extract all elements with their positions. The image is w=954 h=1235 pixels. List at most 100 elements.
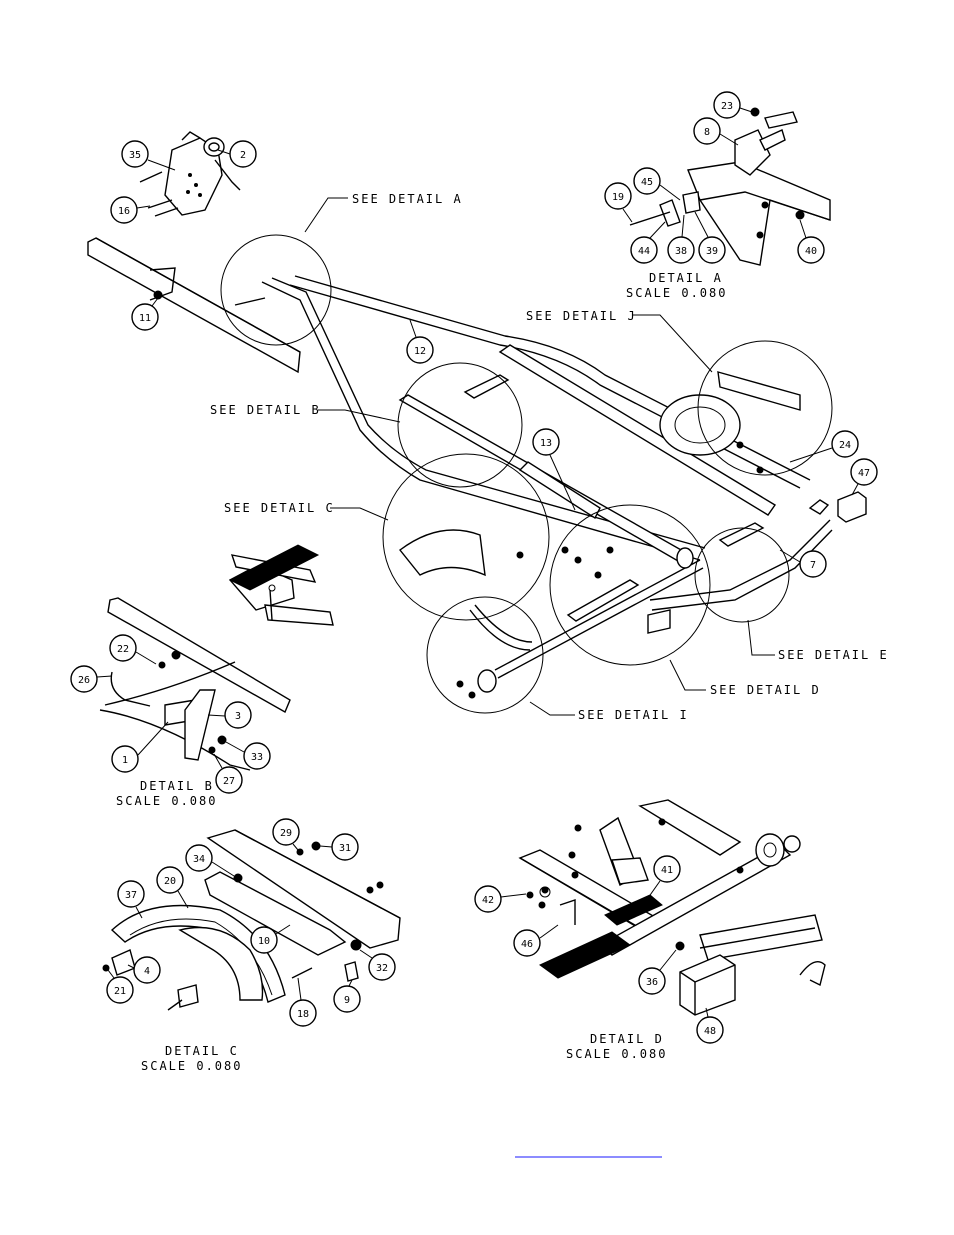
svg-text:31: 31 bbox=[339, 843, 351, 854]
svg-text:39: 39 bbox=[706, 246, 718, 257]
balloon-29: 29 bbox=[272, 818, 300, 846]
balloon-3: 3 bbox=[224, 701, 252, 729]
balloon-4: 4 bbox=[133, 956, 161, 984]
balloon-47: 47 bbox=[850, 458, 878, 486]
balloon-27: 27 bbox=[215, 766, 243, 794]
balloon-45: 45 bbox=[633, 167, 661, 195]
detail-d-drawing bbox=[518, 799, 826, 1016]
svg-text:29: 29 bbox=[280, 828, 292, 839]
balloon-20: 20 bbox=[156, 866, 184, 894]
balloon-44: 44 bbox=[630, 236, 658, 264]
svg-text:44: 44 bbox=[638, 246, 650, 257]
main-frame-rails bbox=[261, 275, 833, 699]
svg-text:1: 1 bbox=[122, 755, 128, 766]
balloon-41: 41 bbox=[653, 855, 681, 883]
balloon-26: 26 bbox=[70, 665, 98, 693]
balloon-31: 31 bbox=[331, 833, 359, 861]
balloon-7: 7 bbox=[799, 550, 827, 578]
svg-text:27: 27 bbox=[223, 776, 235, 787]
balloon-37: 37 bbox=[117, 880, 145, 908]
detail-b-title: DETAIL B bbox=[140, 779, 214, 793]
detail-circle-j bbox=[697, 340, 833, 476]
svg-text:37: 37 bbox=[125, 890, 137, 901]
svg-text:20: 20 bbox=[164, 876, 176, 887]
balloon-40: 40 bbox=[797, 236, 825, 264]
svg-text:12: 12 bbox=[414, 346, 426, 357]
callout-see-detail-c: SEE DETAIL C bbox=[224, 501, 335, 515]
svg-text:24: 24 bbox=[839, 440, 851, 451]
balloon-33: 33 bbox=[243, 742, 271, 770]
balloon-10: 10 bbox=[250, 926, 278, 954]
svg-text:2: 2 bbox=[240, 150, 246, 161]
callout-see-detail-j: SEE DETAIL J bbox=[526, 309, 637, 323]
detail-circle-a bbox=[220, 234, 332, 346]
svg-text:3: 3 bbox=[235, 711, 241, 722]
svg-text:35: 35 bbox=[129, 150, 141, 161]
svg-text:46: 46 bbox=[521, 939, 533, 950]
svg-text:16: 16 bbox=[118, 206, 130, 217]
balloon-48: 48 bbox=[696, 1016, 724, 1044]
svg-text:40: 40 bbox=[805, 246, 817, 257]
detail-d-scale: SCALE 0.080 bbox=[566, 1047, 667, 1061]
detail-a-title: DETAIL A bbox=[649, 271, 723, 285]
svg-text:8: 8 bbox=[704, 127, 710, 138]
svg-text:13: 13 bbox=[540, 438, 552, 449]
balloon-13: 13 bbox=[532, 428, 560, 456]
detail-circle-e bbox=[694, 527, 790, 623]
detail-c-title: DETAIL C bbox=[165, 1044, 239, 1058]
balloon-39: 39 bbox=[698, 236, 726, 264]
balloon-34: 34 bbox=[185, 844, 213, 872]
callout-see-detail-b: SEE DETAIL B bbox=[210, 403, 321, 417]
callout-see-detail-e: SEE DETAIL E bbox=[778, 648, 889, 662]
detail-b-drawing bbox=[99, 544, 334, 771]
balloon-2: 2 bbox=[229, 140, 257, 168]
svg-text:4: 4 bbox=[144, 966, 150, 977]
balloon-21: 21 bbox=[106, 976, 134, 1004]
balloon-46: 46 bbox=[513, 929, 541, 957]
detail-circle-i bbox=[426, 596, 544, 714]
svg-text:48: 48 bbox=[704, 1026, 716, 1037]
detail-d-title: DETAIL D bbox=[590, 1032, 664, 1046]
balloon-18: 18 bbox=[289, 999, 317, 1027]
callout-see-detail-a: SEE DETAIL A bbox=[352, 192, 463, 206]
balloon-19: 19 bbox=[604, 182, 632, 210]
svg-text:42: 42 bbox=[482, 895, 494, 906]
balloon-12: 12 bbox=[406, 336, 434, 364]
detail-b-scale: SCALE 0.080 bbox=[116, 794, 217, 808]
svg-text:19: 19 bbox=[612, 192, 624, 203]
balloon-38: 38 bbox=[667, 236, 695, 264]
callout-see-detail-d: SEE DETAIL D bbox=[710, 683, 821, 697]
svg-text:33: 33 bbox=[251, 752, 263, 763]
detail-a-scale: SCALE 0.080 bbox=[626, 286, 727, 300]
svg-text:10: 10 bbox=[258, 936, 270, 947]
detail-a-drawing bbox=[629, 107, 831, 266]
detail-circle-b bbox=[397, 362, 523, 488]
svg-text:26: 26 bbox=[78, 675, 90, 686]
svg-text:34: 34 bbox=[193, 854, 205, 865]
balloon-9: 9 bbox=[333, 985, 361, 1013]
balloon-23: 23 bbox=[713, 91, 741, 119]
balloon-24: 24 bbox=[831, 430, 859, 458]
svg-text:36: 36 bbox=[646, 977, 658, 988]
detail-c-drawing bbox=[102, 829, 401, 1011]
balloon-11: 11 bbox=[131, 303, 159, 331]
svg-text:23: 23 bbox=[721, 101, 733, 112]
balloon-8: 8 bbox=[693, 117, 721, 145]
svg-text:18: 18 bbox=[297, 1009, 309, 1020]
svg-text:32: 32 bbox=[376, 963, 388, 974]
svg-text:45: 45 bbox=[641, 177, 653, 188]
svg-text:38: 38 bbox=[675, 246, 687, 257]
balloon-1: 1 bbox=[111, 745, 139, 773]
balloon-32: 32 bbox=[368, 953, 396, 981]
svg-text:22: 22 bbox=[117, 644, 129, 655]
svg-text:9: 9 bbox=[344, 995, 350, 1006]
callout-see-detail-i: SEE DETAIL I bbox=[578, 708, 689, 722]
svg-text:11: 11 bbox=[139, 313, 151, 324]
balloon-35: 35 bbox=[121, 140, 149, 168]
svg-text:41: 41 bbox=[661, 865, 673, 876]
detail-circle-c bbox=[382, 453, 550, 621]
balloon-36: 36 bbox=[638, 967, 666, 995]
svg-text:21: 21 bbox=[114, 986, 126, 997]
detail-c-scale: SCALE 0.080 bbox=[141, 1059, 242, 1073]
